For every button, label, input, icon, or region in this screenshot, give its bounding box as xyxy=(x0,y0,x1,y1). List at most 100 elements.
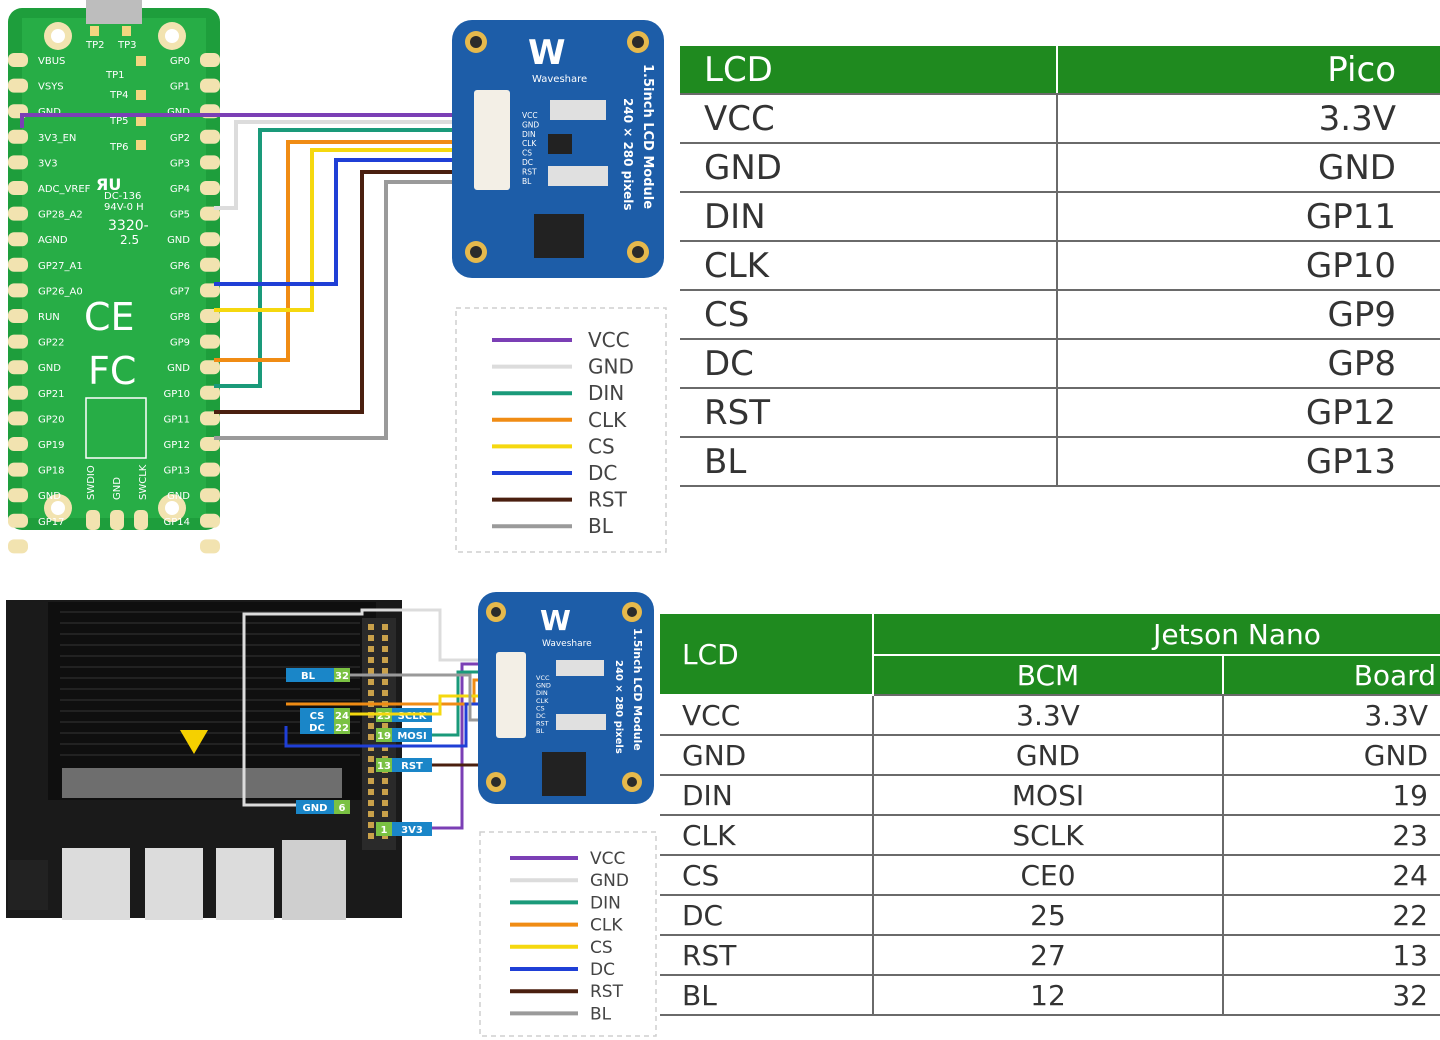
pin-pad xyxy=(200,257,220,272)
pin-pad xyxy=(8,181,28,195)
module-title-2: 1.5inch LCD Module xyxy=(631,628,644,751)
usb-port xyxy=(216,848,274,920)
pin-pad xyxy=(8,129,28,144)
table-header-row: LCD Jetson Nano xyxy=(660,614,1440,696)
tag-cs-num: 24 xyxy=(335,711,349,722)
lcd-pin: CLK xyxy=(660,815,874,856)
pin-pad xyxy=(134,510,148,530)
jwire-dc xyxy=(284,702,490,748)
wire-gnd xyxy=(214,120,492,210)
module-title: 1.5inch LCD Module xyxy=(640,64,655,209)
pin-pad xyxy=(200,539,220,554)
board-pin: 24 xyxy=(1223,855,1440,896)
pin-pad xyxy=(200,513,220,528)
tag-mosi xyxy=(392,728,432,742)
pin-label: GP27_A1 xyxy=(38,261,83,272)
pin-label: GP20 xyxy=(38,414,65,425)
tag-rst xyxy=(392,758,432,772)
pico-wires xyxy=(20,113,492,440)
legend-label: RST xyxy=(588,488,628,512)
jwire-cs xyxy=(350,694,490,716)
legend-label: BL xyxy=(588,514,614,538)
pico-pads-right xyxy=(200,53,220,554)
legend-label: GND xyxy=(588,355,634,379)
pin-pad xyxy=(200,155,220,170)
tag-bl-num: 32 xyxy=(335,671,349,682)
tag-gnd-label: GND xyxy=(303,803,328,814)
table-subheader-row: BCM Board xyxy=(660,655,1440,696)
pin-label: GND xyxy=(167,107,190,118)
swclk-label: SWCLK xyxy=(138,464,149,500)
tag-dc xyxy=(300,720,334,734)
lcd-pin-label: DC xyxy=(522,158,533,167)
lcd-pin-label: CS xyxy=(536,704,545,712)
tag-mosi-num: 19 xyxy=(377,731,391,742)
pin-label: GP10 xyxy=(163,389,190,400)
ethernet-port xyxy=(282,840,346,920)
pin-label: VBUS xyxy=(38,56,65,67)
legend-label: CS xyxy=(588,434,615,458)
pico-bottom-pads xyxy=(86,510,148,530)
pin-pad xyxy=(200,488,220,503)
gnd-bottom-label: GND xyxy=(112,477,123,500)
pico-pin-labels-left: VBUSVSYSGND3V3_EN3V3ADC_VREFGP28_A2AGNDG… xyxy=(38,56,91,553)
lcd-pin: VCC xyxy=(660,695,874,736)
pin-pad xyxy=(200,232,220,247)
lcd-pin: DC xyxy=(680,339,1058,389)
pico-pin: GND xyxy=(1057,143,1440,193)
lcd-pin: BL xyxy=(680,437,1058,487)
header-bcm: BCM xyxy=(873,655,1224,696)
header-jetson-nano: Jetson Nano xyxy=(873,614,1440,656)
tag-cs-label: CS xyxy=(310,711,325,722)
pin-pad xyxy=(200,129,220,144)
brand-label-2: Waveshare xyxy=(542,639,592,649)
legend-label: CLK xyxy=(590,916,623,936)
pin-label: GP1 xyxy=(170,82,190,93)
lcd-pin-label: CLK xyxy=(536,697,549,705)
pin-label: GP9 xyxy=(170,338,190,349)
pin-label: GP17 xyxy=(38,517,65,528)
pico-board: VBUSVSYSGND3V3_EN3V3ADC_VREFGP28_A2AGNDG… xyxy=(8,0,220,554)
pin-label: GP21 xyxy=(38,389,65,400)
ul-mark: ЯU xyxy=(96,175,121,194)
pin-label: GP16 xyxy=(38,542,65,553)
tag-gnd-num: 6 xyxy=(339,803,346,814)
lcd-connector xyxy=(496,652,526,738)
pin-label: 3V3_EN xyxy=(38,133,76,144)
pin-pad xyxy=(8,155,28,170)
cert-code: DC-136 xyxy=(104,191,141,202)
pin-label: GP11 xyxy=(163,414,190,425)
tp4-label: TP4 xyxy=(109,90,129,101)
chip-outline xyxy=(85,397,147,459)
pico-pin-labels-right: GP0GP1GNDGP2GP3GP4GP5GNDGP6GP7GP8GP9GNDG… xyxy=(163,56,190,553)
driver-chip xyxy=(534,214,584,258)
usb-port xyxy=(145,848,203,920)
tag-sclk-num: 23 xyxy=(377,711,391,722)
legend-label: VCC xyxy=(588,328,630,352)
lcd-pin-label: BL xyxy=(536,727,544,735)
pin-label: GP18 xyxy=(38,466,65,477)
pin-pad xyxy=(86,510,100,530)
pin-pad xyxy=(110,510,124,530)
pin-pad xyxy=(8,283,28,298)
batch-code: 3320- xyxy=(108,218,149,234)
module-slot xyxy=(62,768,342,798)
tp6-label: TP6 xyxy=(109,142,129,153)
lcd-pin-label: DIN xyxy=(536,689,548,697)
legend-label: RST xyxy=(590,982,624,1002)
pin-label: GP22 xyxy=(38,338,65,349)
legend-label: BL xyxy=(590,1004,612,1024)
module-resolution: 240 × 280 pixels xyxy=(621,98,635,211)
pin-pad xyxy=(8,385,28,400)
lcd-pin: BL xyxy=(660,975,874,1016)
lcd-pin-label: VCC xyxy=(536,674,550,682)
